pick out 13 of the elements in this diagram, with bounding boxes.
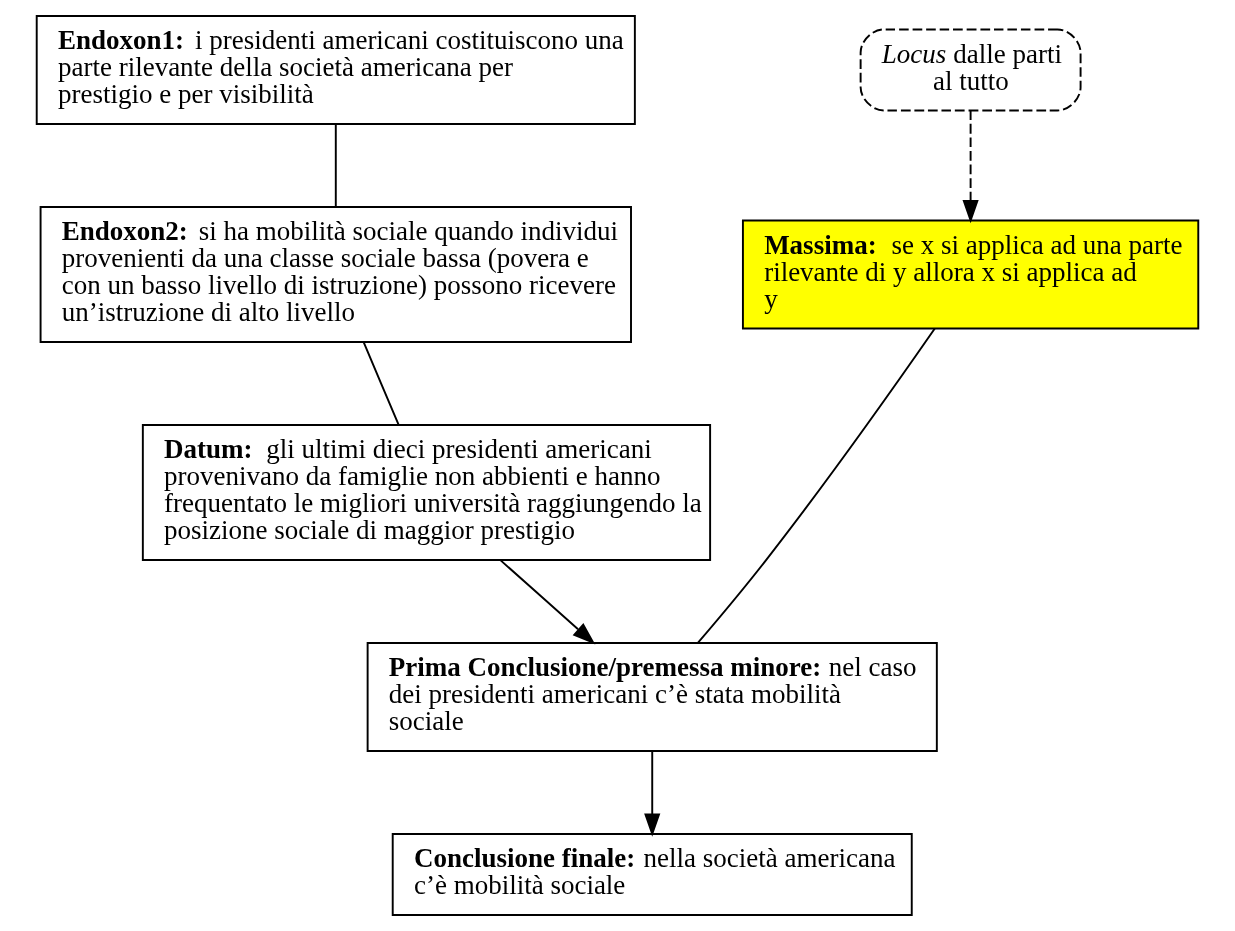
node-box: Endoxon1: i presidenti americani costituiscono una parte rilevante della società americana per prestigio e per visibilità bbox=[35, 14, 636, 125]
arrow bbox=[962, 109, 979, 224]
node-box: Prima Conclusione/premessa minore: nel caso dei presidenti americani c’è stata mobilità sociale bbox=[366, 642, 938, 753]
connector bbox=[697, 327, 936, 644]
node-box: Endoxon2: si ha mobilità sociale quando individui provenienti da una classe sociale bassa (povera e con un basso livello di istruzione) possono ricevere un’istruzione di alto livello bbox=[39, 206, 632, 343]
node-box: Massima: se x si applica ad una parte rilevante di y allora x si applica ad y bbox=[741, 219, 1200, 330]
node-box: Conclusione finale: nella società americana c’è mobilità sociale bbox=[391, 833, 913, 917]
connector bbox=[334, 123, 337, 208]
node-box: Locus dalle parti al tutto bbox=[859, 28, 1082, 112]
arrow bbox=[644, 750, 661, 837]
arrow bbox=[499, 559, 596, 645]
node-box: Datum: gli ultimi dieci presidenti americani provenivano da famiglie non abbienti e hanno frequentato le migliori università raggiungendo la posizione sociale di maggior prestigio bbox=[141, 424, 712, 561]
connector bbox=[362, 341, 400, 426]
